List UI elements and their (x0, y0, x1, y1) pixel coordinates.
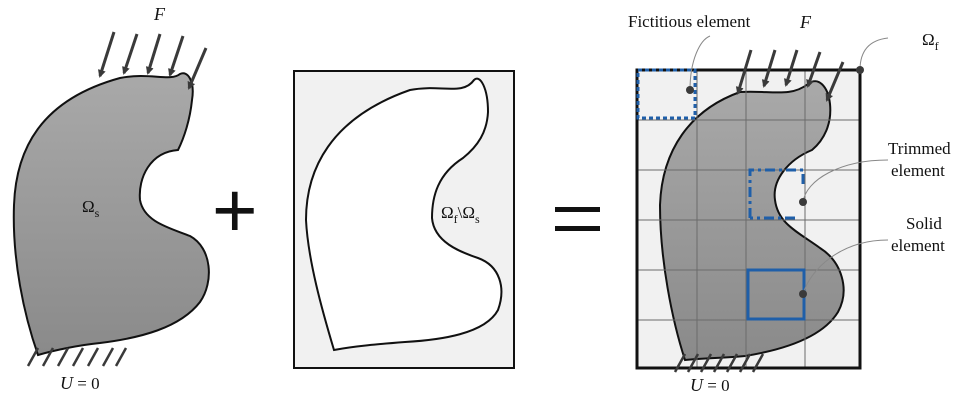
force-arrow (187, 47, 208, 90)
left-force-arrows (98, 31, 208, 90)
left-support-hatching (26, 347, 128, 367)
left-boundary-condition: U = 0 (60, 373, 100, 393)
force-arrow (783, 49, 799, 87)
plus-operator: + (212, 166, 258, 254)
solid-domain-shape (12, 72, 210, 357)
force-arrow (761, 49, 777, 88)
force-arrow (168, 35, 185, 77)
fictitious-element-label: Fictitious element (628, 12, 751, 31)
left-panel: F Ωs U = 0 (12, 4, 210, 393)
fixed-domain-label: Ωf (922, 30, 939, 53)
solid-element-label-line1: Solid (906, 214, 942, 233)
right-force-label: F (799, 12, 812, 32)
trimmed-element-label-line2: element (891, 161, 945, 180)
fictitious-element-highlight (636, 68, 697, 120)
solid-element-label-line2: element (891, 236, 945, 255)
trimmed-element-highlight (748, 168, 805, 220)
right-force-arrows (735, 49, 845, 102)
equals-operator (555, 207, 600, 231)
complement-domain-label: Ωf\Ωs (441, 203, 480, 226)
domain-border (635, 68, 862, 370)
right-boundary-condition: U = 0 (690, 375, 730, 393)
force-arrow (735, 49, 753, 95)
leader-lines (689, 35, 889, 295)
right-panel: Fictitious element F Ωf Trimmed element … (628, 12, 951, 393)
leader-dots (686, 66, 864, 298)
void-domain-shape (304, 77, 503, 352)
left-force-label: F (153, 4, 166, 24)
left-domain-label: Ωs (82, 197, 100, 220)
middle-panel: Ωf\Ωs (293, 70, 515, 369)
force-arrow (806, 51, 822, 88)
force-arrow (98, 31, 116, 78)
force-arrow (145, 33, 162, 75)
force-arrow (122, 33, 139, 75)
trimmed-element-label-line1: Trimmed (888, 139, 951, 158)
right-support-hatching (673, 353, 765, 373)
force-arrow (825, 61, 845, 102)
